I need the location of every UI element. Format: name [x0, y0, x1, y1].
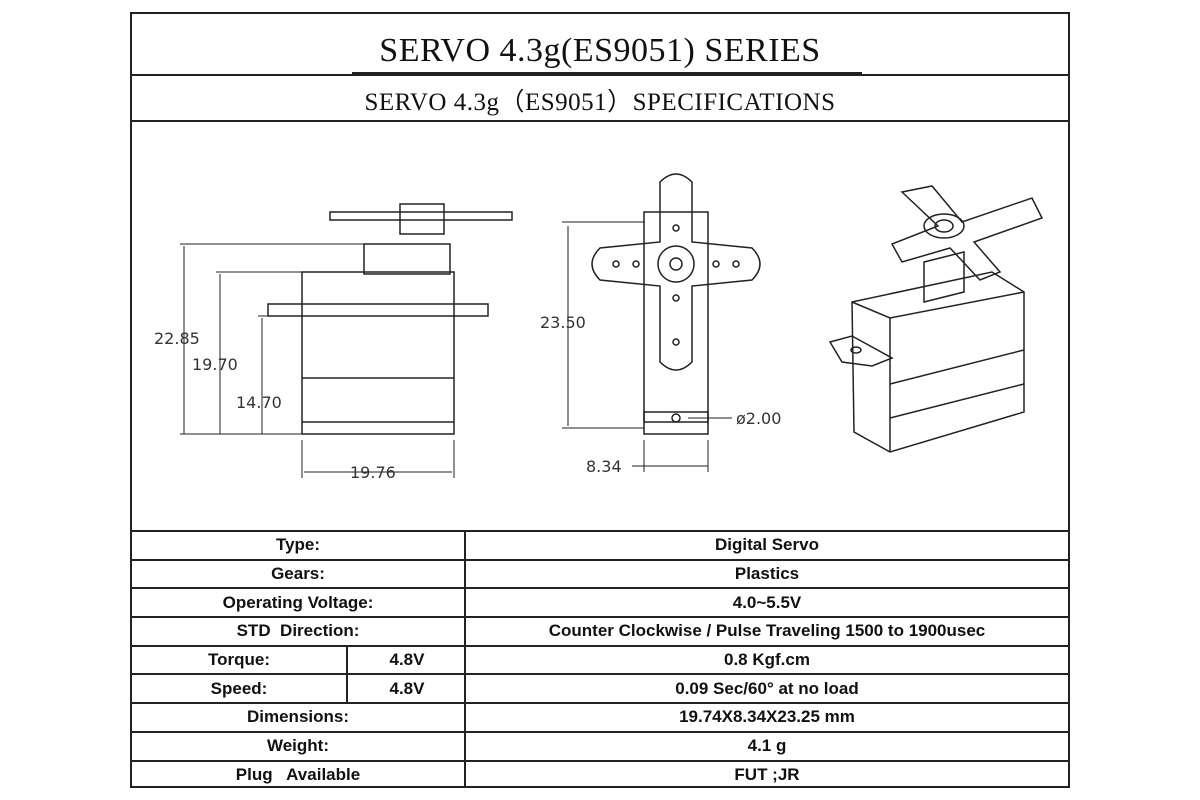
servo-side-view	[267, 203, 513, 435]
dim-height-case: 19.70	[192, 355, 238, 374]
servo-horn-front	[591, 173, 761, 371]
servo-horn-side	[329, 211, 513, 221]
spec-label: Weight:	[266, 736, 329, 756]
table-row: Operating Voltage: 4.0~5.5V	[132, 587, 1068, 617]
servo-case-front	[643, 211, 709, 423]
mount-hole	[671, 413, 681, 423]
spec-value: Counter Clockwise / Pulse Traveling 1500…	[464, 618, 1068, 645]
spec-value: 19.74X8.34X23.25 mm	[464, 704, 1068, 731]
spec-value: Plastics	[464, 560, 1068, 588]
dim-width: 19.76	[350, 463, 396, 482]
spec-label: Operating Voltage:	[222, 592, 374, 612]
sheet-subtitle: SERVO 4.3g（ES9051）SPECIFICATIONS	[364, 89, 836, 116]
spec-value: FUT ;JR	[464, 761, 1068, 789]
technical-drawing: 22.85 19.70 14.70 19.76 23.50 ø2.00 8.34	[154, 173, 1044, 482]
sheet-title: SERVO 4.3g(ES9051) SERIES	[379, 32, 821, 69]
spec-table: Type: Digital Servo Gears: Plastics Oper…	[132, 530, 1068, 789]
spec-value: 4.1 g	[464, 732, 1068, 760]
servo-case	[301, 271, 455, 435]
gear-top	[363, 243, 451, 275]
mounting-tab-iso	[828, 335, 894, 367]
table-row: Dimensions: 19.74X8.34X23.25 mm	[132, 702, 1068, 731]
base-front	[643, 411, 709, 435]
spec-label: Plug Available	[235, 764, 361, 784]
table-row: Gears: Plastics	[132, 558, 1068, 588]
gear-top-iso	[923, 251, 965, 303]
spec-value: Digital Servo	[464, 532, 1068, 559]
mounting-tab	[267, 303, 489, 317]
spec-label: Torque:	[207, 650, 270, 670]
dim-hole-diameter: ø2.00	[736, 409, 781, 428]
spec-value: 0.09 Sec/60° at no load	[464, 675, 1068, 703]
title-underline	[352, 72, 862, 74]
divider	[132, 74, 1068, 76]
spec-sublabel: 4.8V	[346, 675, 466, 703]
spec-sheet: SERVO 4.3g(ES9051) SERIES SERVO 4.3g（ES9…	[130, 12, 1070, 789]
spec-label: STD Direction:	[236, 621, 360, 641]
spec-label: Gears:	[271, 564, 325, 584]
table-row: Speed: 4.8V 0.09 Sec/60° at no load	[132, 673, 1068, 703]
spec-label: Speed:	[210, 678, 268, 698]
spec-sublabel: 4.8V	[346, 646, 466, 674]
spec-value: 0.8 Kgf.cm	[464, 646, 1068, 674]
output-shaft	[399, 203, 445, 235]
dim-height-mount: 14.70	[236, 393, 282, 412]
servo-isometric-view	[828, 185, 1044, 453]
servo-front-view	[591, 173, 761, 435]
dim-depth: 8.34	[586, 457, 622, 476]
table-row: Type: Digital Servo	[132, 530, 1068, 559]
spec-label: Type:	[275, 535, 321, 555]
spec-value: 4.0~5.5V	[464, 589, 1068, 617]
table-row: STD Direction: Counter Clockwise / Pulse…	[132, 616, 1068, 645]
divider	[132, 120, 1068, 122]
servo-horn-iso	[890, 185, 1044, 281]
table-row: Weight: 4.1 g	[132, 730, 1068, 760]
servo-case-iso	[851, 271, 1025, 453]
table-row: Torque: 4.8V 0.8 Kgf.cm	[132, 644, 1068, 674]
table-row: Plug Available FUT ;JR	[132, 759, 1068, 789]
dim-height-total: 22.85	[154, 329, 200, 348]
dim-height-front: 23.50	[540, 313, 586, 332]
spec-label: Dimensions:	[246, 707, 350, 727]
